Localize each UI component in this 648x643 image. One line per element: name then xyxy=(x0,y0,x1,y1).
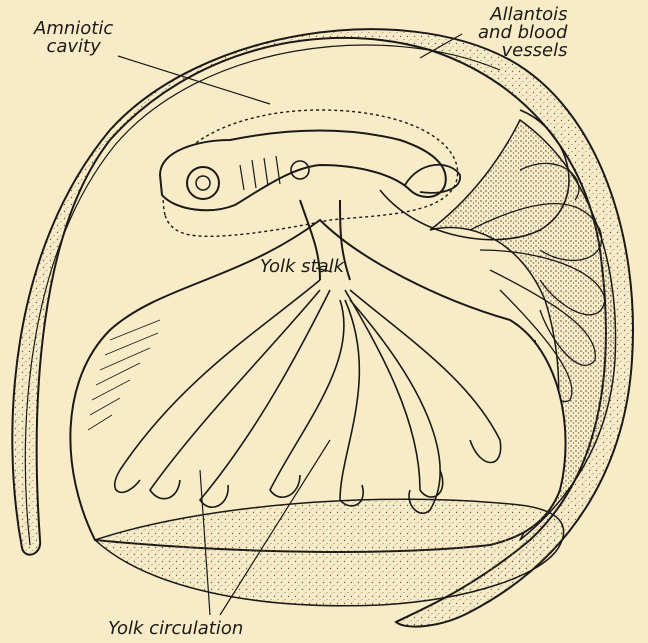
embryo-eye xyxy=(187,167,219,199)
yolk-circulation-label: Yolk circulation xyxy=(108,620,243,638)
allantois-label: Allantois and blood vessels xyxy=(478,6,567,60)
amniotic-cavity-label: Amniotic cavity xyxy=(34,20,113,56)
yolk-stalk-label: Yolk stalk xyxy=(260,258,344,276)
